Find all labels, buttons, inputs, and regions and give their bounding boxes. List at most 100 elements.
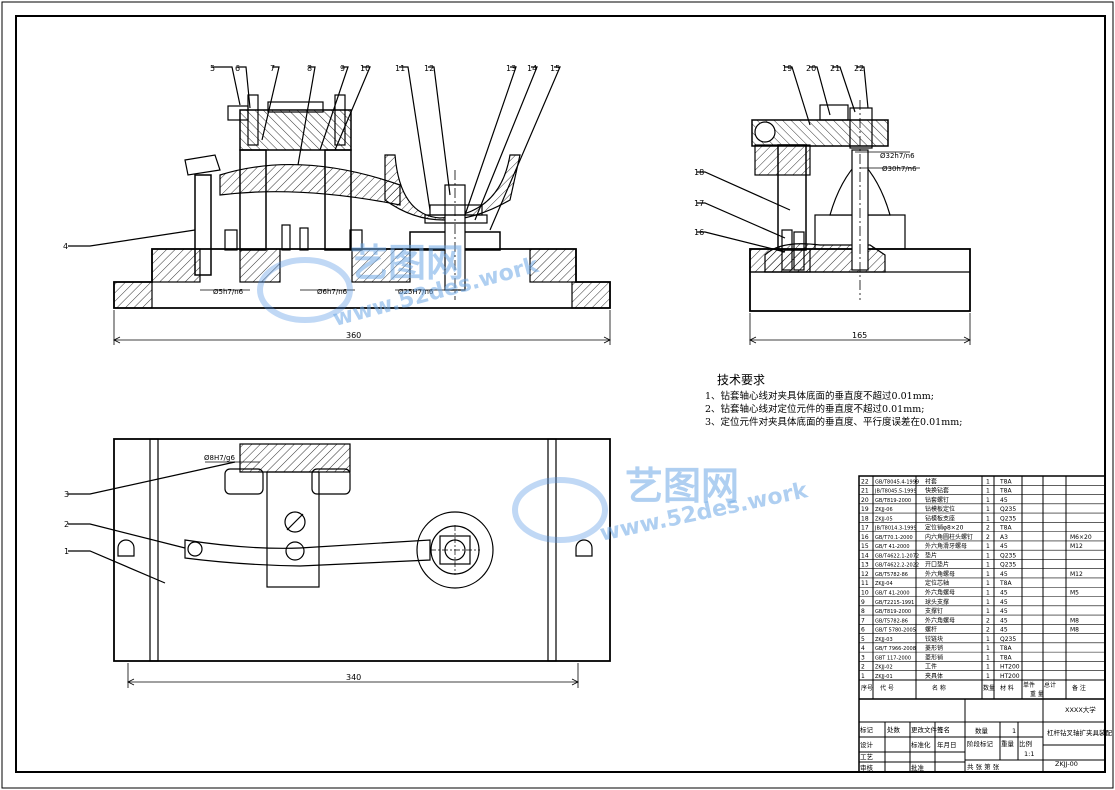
callout-side: 21 [830,64,840,73]
fit-label: Ø8H7/g6 [204,454,235,462]
bom-cell-name: 外六角螺母 [925,570,955,578]
bom-header: 序号 代 号 名 称 数量 材 料 单件 总计 重 量 备 注 [861,681,1086,698]
approve-label: 批准 [911,763,925,772]
bom-cell-qty: 1 [986,571,990,578]
bom-cell-no: 7 [861,617,865,624]
bom-cell-no: 5 [861,636,865,643]
tech-item: 1、钻套轴心线对夹具体底面的垂直度不超过0.01mm; [705,391,934,402]
side-view [697,66,971,345]
callout-plan: 3 [64,490,69,499]
bom-cell-qty: 1 [986,515,990,522]
bom-cell-material: 45 [1000,497,1008,504]
bom-cell-material: 45 [1000,617,1008,624]
weight-label: 重量 [1001,740,1015,748]
bom-cell-note: M5 [1070,590,1079,597]
bom-cell-qty: 1 [986,608,990,615]
bom-cell-name: 铰链块 [925,635,943,643]
dimension-front-width: 360 [346,331,361,340]
bom-cell-qty: 1 [986,590,990,597]
bom-cell-name: 外六角螺母 [925,616,955,624]
bom-cell-qty: 1 [986,580,990,587]
callout-front: 10 [360,64,370,73]
callout-front: 13 [506,64,516,73]
bom-cell-name: 衬套 [925,477,937,485]
bom-cell-code: GB/T70.1-2000 [875,535,913,541]
bom-cell-material: T8A [999,478,1012,485]
bom-cell-code: GB/T819-2000 [875,498,911,504]
bom-header-material: 材 料 [1000,684,1014,692]
front-callouts: 5 6 7 8 9 10 11 12 13 14 15 4 Ø5h7/n6 Ø6… [63,64,560,340]
bom-cell-no: 20 [861,497,869,504]
bom-cell-code: ZKJJ-02 [875,665,893,671]
bom-cell-qty: 1 [986,562,990,569]
bom-cell-no: 8 [861,608,865,615]
bom-cell-qty: 1 [986,636,990,643]
bom-cell-material: 45 [1000,627,1008,634]
bom-cell-code: GB/T 5780-2005 [875,628,916,634]
bom-cell-qty: 2 [986,617,990,624]
bom-cell-code: GB/T2215-1991 [875,600,914,606]
bom-cell-code: GB/T4622.1-2072 [875,553,919,559]
watermark-text-cn: 艺图网 [625,464,740,508]
bom-cell-material: HT200 [1000,664,1020,671]
tech-requirements: 技术要求 1、钻套轴心线对夹具体底面的垂直度不超过0.01mm; 2、钻套轴心线… [705,374,962,429]
school-name: XXXX大学 [1065,705,1096,714]
qty-label: 数量 [975,726,989,735]
bom-cell-no: 21 [861,488,869,495]
bom-cell-qty: 2 [986,627,990,634]
fit-label: Ø6h7/n6 [317,288,348,296]
callout-side: 19 [782,64,792,73]
bom-cell-qty: 2 [986,525,990,532]
bom-cell-code: GB/T8045.4-1999 [875,479,919,485]
bom-cell-qty: 1 [986,645,990,652]
callout-side: 22 [854,64,864,73]
fit-label: Ø30h7/n6 [882,165,917,173]
bom-cell-code: ZKJJ-01 [875,674,893,680]
bom-cell-code: GB/T 7966-2008 [875,646,916,652]
bom-cell-material: Q235 [1000,506,1016,513]
bom-cell-name: 外六角滑牙螺母 [925,542,967,550]
bom-cell-name: 开口垫片 [925,561,949,569]
bom-cell-note: M8 [1070,617,1079,624]
bom-cell-code: ZKJJ-04 [875,581,893,587]
side-callouts: 19 20 21 22 18 17 16 Ø32h7/n6 Ø30h7/n6 1… [694,64,917,340]
craft-label: 工艺 [860,753,874,761]
sheet-count: 共 张 第 张 [967,762,1000,771]
change-label: 更改文件号 [911,725,944,734]
inner-border [15,15,1106,773]
bom-cell-no: 12 [861,571,869,578]
dimension-plan-width: 340 [346,673,361,682]
bom-cell-name: 支撑钉 [925,607,943,615]
bom-cell-no: 15 [861,543,869,550]
fit-label: Ø5h7/n6 [213,288,244,296]
bom-cell-name: 定位销φ8×20 [925,524,964,532]
bom-cell-name: 菱形销 [925,653,943,661]
bom-cell-material: T8A [999,645,1012,652]
designer-label: 设计 [860,740,874,749]
bom-cell-name: 钻模板支座 [925,514,955,522]
callout-side: 18 [694,168,704,177]
bom-cell-no: 19 [861,506,869,513]
bom-cell-material: T8A [999,525,1012,532]
bom-header-no: 序号 [861,684,873,692]
title-block: XXXX大学 数量 1 杠杆钻叉轴扩夹具装配 阶段标记 重量 比例 1:1 ZK… [860,705,1113,772]
bom-cell-name: 外六角螺母 [925,589,955,597]
bom-cell-qty: 2 [986,534,990,541]
bom-header-note: 备 注 [1072,684,1086,692]
bom-cell-name: 菱形销 [925,644,943,652]
bom-cell-material: Q235 [1000,636,1016,643]
bom-cell-name: 夹具体 [925,672,943,680]
bom-cell-material: 45 [1000,590,1008,597]
callout-front: 4 [63,242,68,251]
bom-cell-code: GB/T4622.2-2022 [875,563,919,569]
mark-label: 标记 [860,725,874,734]
bom-cell-qty: 1 [986,552,990,559]
callout-front: 7 [270,64,275,73]
tech-item: 3、定位元件对夹具体底面的垂直度、平行度误差在0.01mm; [705,417,963,428]
bom-cell-no: 9 [861,599,865,606]
scale-value: 1:1 [1024,750,1034,758]
bom-cell-material: T8A [999,580,1012,587]
bom-cell-no: 1 [861,673,865,680]
bom-cell-material: 45 [1000,543,1008,550]
